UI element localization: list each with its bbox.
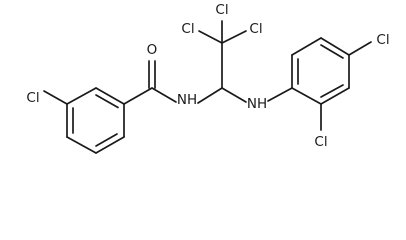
- double-bond-inner: [95, 94, 119, 109]
- bond: [320, 37, 350, 56]
- bond-ch-n: [221, 87, 247, 103]
- bond: [291, 87, 322, 105]
- bond: [291, 37, 322, 56]
- bond-c-cl: [198, 30, 223, 44]
- molecule-canvas: Cl O NH Cl Cl Cl NH Cl Cl: [26, 2, 390, 154]
- atom-cl-ring-b-ortho: Cl: [314, 134, 327, 150]
- atom-amide-nh: NH: [177, 92, 197, 108]
- bond: [320, 87, 350, 105]
- double-bond-inner: [320, 44, 344, 59]
- bond-c-cl: [43, 90, 68, 105]
- atom-cl3-right: Cl: [249, 21, 262, 37]
- atom-oxygen: O: [147, 42, 158, 58]
- atom-cl-ring-a: Cl: [26, 90, 39, 106]
- bond: [95, 87, 125, 105]
- atom-cl3-left: Cl: [181, 21, 194, 37]
- bond-c-cl: [221, 30, 247, 44]
- bond-n-aryl: [267, 87, 293, 102]
- atom-amine-nh: NH: [247, 96, 267, 112]
- benzene-ring-right: [291, 37, 350, 105]
- atom-cl3-bottom: Cl: [215, 2, 228, 18]
- bond: [95, 136, 125, 154]
- bond-c-cl: [348, 41, 372, 56]
- bond-n-ch: [197, 87, 223, 104]
- bond-ring-carbonyl: [123, 87, 153, 105]
- double-bond-inner: [320, 84, 344, 98]
- atom-cl-ring-b-para: Cl: [376, 32, 389, 48]
- bond-c-n: [151, 87, 177, 103]
- bond: [66, 136, 97, 154]
- double-bond-inner: [95, 133, 118, 147]
- structure-drawing: Cl O NH Cl Cl Cl NH Cl Cl: [26, 2, 390, 154]
- benzene-ring-left: [66, 87, 125, 154]
- bond: [66, 87, 97, 105]
